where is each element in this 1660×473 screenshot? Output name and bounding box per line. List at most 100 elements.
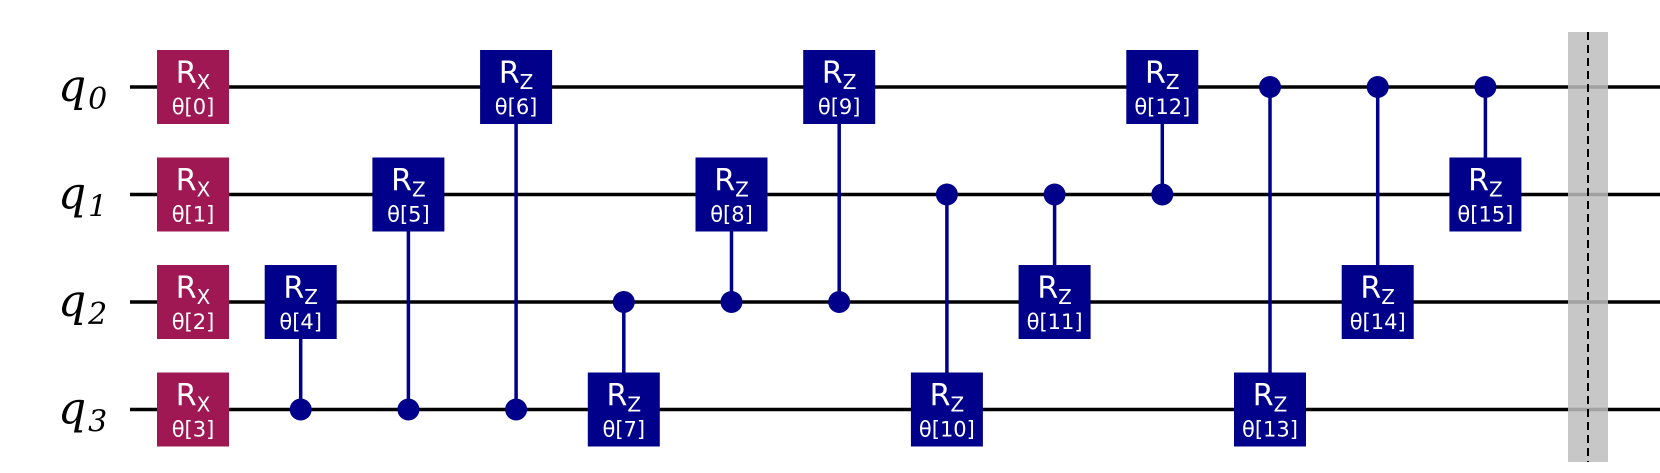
crz-gate-11: RZθ[11]: [1018, 183, 1091, 339]
gate-name-sub: X: [197, 178, 211, 202]
gate-name-main: R: [1037, 271, 1058, 306]
control-dot: [397, 398, 420, 421]
gate-box: [157, 265, 229, 339]
gate-name: RZ: [283, 271, 318, 309]
crz-gate-15: RZθ[15]: [1449, 76, 1522, 232]
gate-name: RZ: [822, 56, 857, 94]
gate-box: [1018, 265, 1091, 339]
qubit-index: 3: [88, 405, 107, 440]
gate-name-main: R: [176, 164, 197, 199]
qubit-name: q: [58, 276, 86, 327]
rx-gate-2: RXθ[2]: [157, 265, 229, 339]
gate-name-main: R: [176, 379, 197, 414]
gate-box: [157, 50, 229, 124]
gate-parameter: θ[3]: [172, 418, 215, 442]
control-dot: [1151, 183, 1174, 206]
gate-name-main: R: [499, 56, 520, 91]
gate-name-sub: Z: [1058, 285, 1072, 309]
gate-name: RZ: [1468, 164, 1503, 202]
crz-gate-8: RZθ[8]: [695, 157, 768, 313]
gate-parameter: θ[10]: [919, 418, 975, 442]
wires-layer: [130, 85, 1660, 412]
gate-name-main: R: [283, 271, 304, 306]
qubit-label-3: q3: [58, 384, 107, 440]
control-dot: [1043, 183, 1066, 206]
gate-name-main: R: [714, 164, 735, 199]
gate-box: [1341, 265, 1414, 339]
gate-name-sub: Z: [304, 285, 318, 309]
control-dot: [935, 183, 958, 206]
gate-name-sub: Z: [735, 178, 749, 202]
crz-gate-13: RZθ[13]: [1234, 76, 1306, 447]
gate-parameter: θ[13]: [1242, 418, 1298, 442]
gate-name: RZ: [714, 164, 749, 202]
crz-gate-12: RZθ[12]: [1126, 50, 1199, 206]
qubit-name: q: [58, 61, 86, 112]
gate-box: [157, 157, 229, 232]
rx-gate-3: RXθ[3]: [157, 372, 229, 447]
crz-gate-14: RZθ[14]: [1341, 76, 1414, 339]
gate-name-main: R: [176, 271, 197, 306]
gate-box: [157, 372, 229, 447]
gate-name-sub: Z: [1489, 178, 1503, 202]
gate-name-main: R: [822, 56, 843, 91]
gate-box: [695, 157, 768, 232]
gate-parameter: θ[9]: [818, 95, 861, 119]
gate-box: [1234, 372, 1306, 447]
gate-name: RZ: [1253, 379, 1288, 417]
gate-parameter: θ[5]: [387, 203, 430, 227]
gate-name: RZ: [1360, 271, 1395, 309]
control-dot: [612, 291, 635, 313]
gate-name-sub: Z: [412, 178, 426, 202]
gate-name-sub: Z: [520, 70, 534, 94]
gate-name: RX: [176, 271, 211, 309]
gate-name-main: R: [930, 379, 951, 414]
gate-box: [372, 157, 445, 232]
gate-name: RX: [176, 56, 211, 94]
gate-name-main: R: [391, 164, 412, 199]
crz-gate-7: RZθ[7]: [587, 291, 660, 447]
crz-gate-5: RZθ[5]: [372, 157, 445, 421]
qubit-label-1: q1: [58, 169, 107, 225]
gate-parameter: θ[8]: [710, 203, 753, 227]
rx-gate-1: RXθ[1]: [157, 157, 229, 232]
gate-name-main: R: [607, 379, 628, 414]
gate-name: RZ: [1145, 56, 1180, 94]
gate-name-sub: Z: [627, 393, 641, 417]
gate-name-main: R: [1468, 164, 1489, 199]
gate-name: RX: [176, 379, 211, 417]
gate-box: [1126, 50, 1199, 124]
gate-name: RZ: [391, 164, 426, 202]
gate-box: [803, 50, 876, 124]
gate-box: [1449, 157, 1522, 232]
gate-parameter: θ[0]: [172, 95, 215, 119]
gate-name-main: R: [176, 56, 197, 91]
qubit-name: q: [58, 384, 86, 435]
gate-box: [264, 265, 337, 339]
gate-parameter: θ[11]: [1027, 310, 1083, 334]
gate-parameter: θ[4]: [279, 310, 322, 334]
gate-name: RZ: [930, 379, 965, 417]
qubit-label-2: q2: [58, 276, 107, 332]
gate-name-sub: X: [197, 285, 211, 309]
qubit-index: 1: [88, 190, 107, 225]
gate-name-sub: Z: [1381, 285, 1395, 309]
control-dot: [828, 291, 851, 313]
gate-box: [587, 372, 660, 447]
gate-name-sub: X: [197, 393, 211, 417]
gate-box: [480, 50, 553, 124]
gate-parameter: θ[6]: [495, 95, 538, 119]
crz-gate-9: RZθ[9]: [803, 50, 876, 313]
gate-name-sub: Z: [950, 393, 964, 417]
gate-name-sub: Z: [1274, 393, 1288, 417]
gate-name-main: R: [1145, 56, 1166, 91]
gate-parameter: θ[1]: [172, 203, 215, 227]
crz-gate-6: RZθ[6]: [480, 50, 553, 421]
gate-name: RZ: [1037, 271, 1072, 309]
gate-parameter: θ[15]: [1457, 203, 1513, 227]
gate-name: RZ: [499, 56, 534, 94]
rx-gate-0: RXθ[0]: [157, 50, 229, 124]
gate-name-main: R: [1360, 271, 1381, 306]
